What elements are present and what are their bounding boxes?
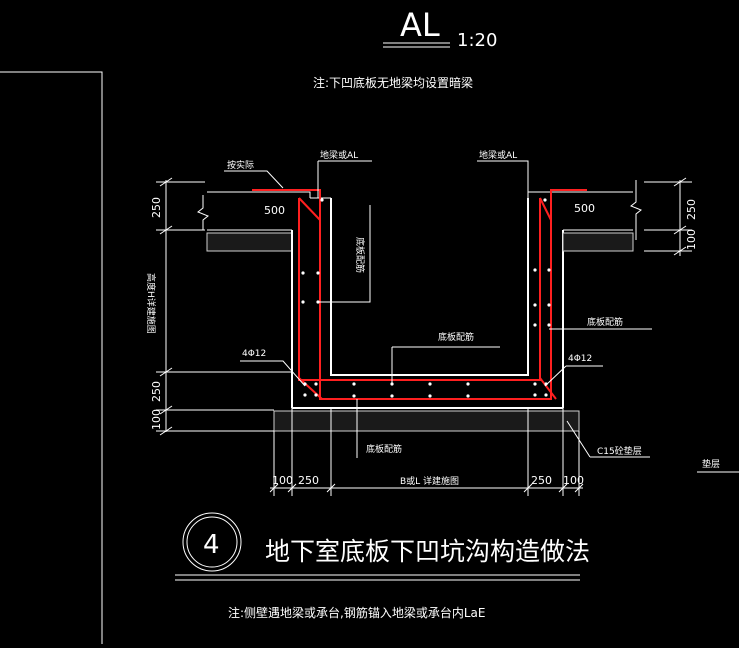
rebar-corner-right xyxy=(539,377,557,400)
cushion-right xyxy=(562,232,634,252)
note-top: 注:下凹底板无地梁均设置暗梁 xyxy=(313,75,473,90)
leader-side-bar xyxy=(318,205,371,303)
dim-bottom-250-right: 250 xyxy=(531,474,552,487)
rebar-hook-right xyxy=(539,197,552,221)
dim-left-250-bottom: 250 xyxy=(150,381,163,402)
label-right-bar: 底板配筋 xyxy=(587,316,623,328)
dim-bottom-100-left: 100 xyxy=(272,474,293,487)
leader-rebar-left xyxy=(240,360,306,387)
label-top-left-bar: 按实际 xyxy=(227,159,254,171)
dim-ticks-bottom xyxy=(269,408,584,496)
dim-right-250-top: 250 xyxy=(685,199,698,220)
dim-bottom-100-right: 100 xyxy=(563,474,584,487)
rebar-inner xyxy=(298,198,541,381)
dim-500-left: 500 xyxy=(264,204,285,217)
dim-left-100-bottom: 100 xyxy=(150,409,163,430)
dim-bottom-250-left: 250 xyxy=(298,474,319,487)
label-far-right: 垫层 xyxy=(702,458,720,470)
label-rebar-right: 4Φ12 xyxy=(568,354,592,364)
cushion-bottom xyxy=(273,410,580,432)
dim-500-right: 500 xyxy=(574,202,595,215)
rebar-outer xyxy=(252,189,587,400)
dim-bottom-mid: B或L 详建施图 xyxy=(400,475,459,487)
vertical-note: 高度H详建施图 xyxy=(145,273,157,334)
dim-ticks-left xyxy=(156,177,292,436)
detail-number: 4 xyxy=(203,530,220,560)
leader-beam-right xyxy=(477,160,529,198)
dim-ticks-right xyxy=(644,177,692,256)
label-beam-right: 地梁或AL xyxy=(479,149,517,161)
rebar-dots xyxy=(301,198,551,398)
break-line-right xyxy=(630,180,642,240)
rebar-corner-left xyxy=(298,377,323,400)
slab-left-top xyxy=(207,191,311,198)
dim-right-100-top: 100 xyxy=(685,229,698,250)
label-bottom-bar-bottom: 底板配筋 xyxy=(366,443,402,455)
slab-right-top xyxy=(527,191,633,198)
note-bottom: 注:侧壁遇地梁或承台,钢筋锚入地梁或承台内LaE xyxy=(228,605,485,620)
leader-top-left xyxy=(224,170,284,189)
main-title: 地下室底板下凹坑沟构造做法 xyxy=(265,537,590,566)
detail-circle-inner xyxy=(186,516,238,568)
break-line-left xyxy=(197,195,209,230)
detail-circle-outer xyxy=(182,512,242,572)
label-rebar-left: 4Φ12 xyxy=(242,349,266,359)
scale-label: 1:20 xyxy=(457,30,497,51)
label-side-bar: 底板配筋 xyxy=(354,237,366,273)
inner-pit-outline xyxy=(330,198,529,376)
leader-rebar-right xyxy=(544,365,567,387)
sheet-border xyxy=(0,71,103,644)
rebar-hook-left xyxy=(298,197,321,221)
label-bottom-bar-top: 底板配筋 xyxy=(438,331,474,343)
title-tag: AL xyxy=(400,6,440,44)
label-beam-left: 地梁或AL xyxy=(320,149,358,161)
label-cushion: C15砼垫层 xyxy=(597,445,642,457)
dim-left-250-top: 250 xyxy=(150,197,163,218)
cushion-left xyxy=(206,232,293,252)
